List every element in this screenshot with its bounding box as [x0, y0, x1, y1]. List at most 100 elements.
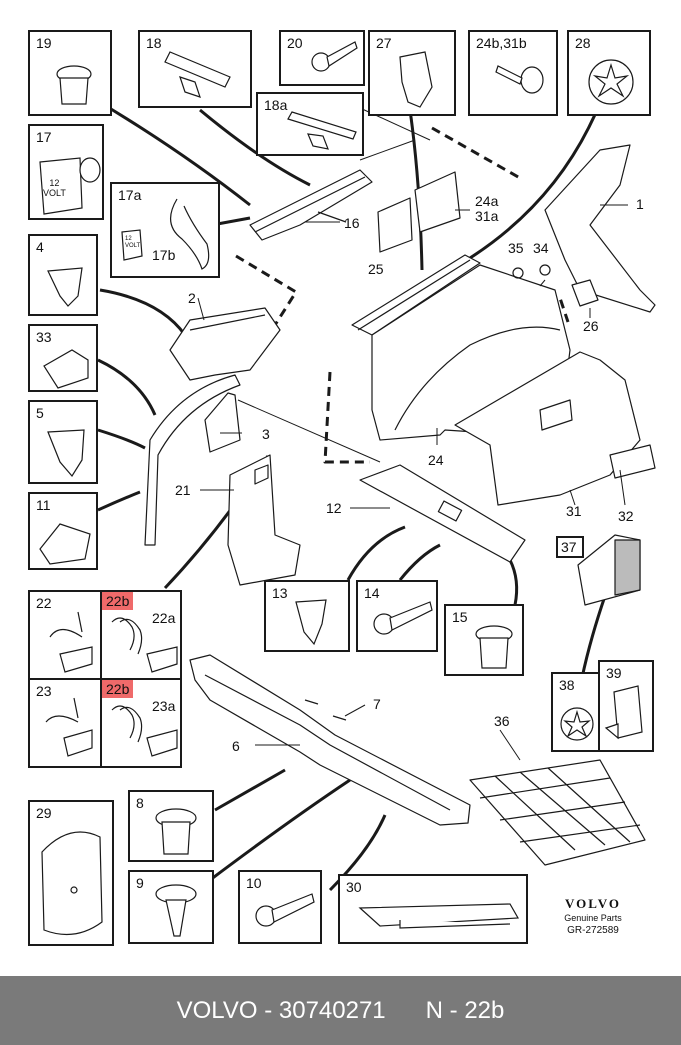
part-box-10: 10 [238, 870, 322, 944]
callout-36: 36 [494, 713, 510, 729]
callout-7: 7 [373, 696, 381, 712]
part-number-label: 28 [575, 35, 591, 51]
part-box-17: 17 12 VOLT [28, 124, 104, 220]
part-box-22: 22 [28, 590, 102, 680]
part-number-label: 15 [452, 609, 468, 625]
clip-icon [47, 429, 85, 478]
part-box-30: 30 [338, 874, 528, 944]
part-box-5: 5 [28, 400, 98, 484]
warning-bag-icon [41, 831, 103, 936]
part-number-label: 11 [36, 497, 51, 513]
part-box-24b-31b: 24b,31b [468, 30, 558, 116]
callout-22a: 22a [152, 610, 176, 626]
part-box-13: 13 [264, 580, 350, 652]
callout-1: 1 [636, 196, 644, 212]
part-number-label: 8 [136, 795, 144, 811]
part-box-14: 14 [356, 580, 438, 652]
part-box-37: 37 [556, 536, 584, 558]
clip-icon [475, 625, 513, 669]
part-box-18a: 18a [256, 92, 364, 156]
part-box-11: 11 [28, 492, 98, 570]
exploded-view-drawing [95, 98, 656, 892]
clip-icon [295, 599, 327, 646]
callout-32: 32 [618, 508, 634, 524]
highlight-22b-top: 22b [102, 592, 134, 610]
part-box-19: 19 [28, 30, 112, 116]
push-rivet-icon [155, 884, 197, 937]
cargo-cover-icon [358, 903, 520, 929]
callout-26: 26 [583, 318, 599, 334]
star-clip-icon [560, 707, 594, 741]
part-box-28: 28 [567, 30, 651, 116]
callout-31: 31 [566, 503, 582, 519]
part-number-label: 17 [36, 129, 52, 145]
push-rivet-icon [495, 65, 544, 94]
part-number-label: 37 [561, 539, 577, 555]
part-number-label: 23 [36, 683, 52, 699]
power-socket-icon [39, 157, 101, 215]
part-box-23: 23 [28, 678, 102, 768]
clip-icon [47, 267, 83, 307]
callout-2: 2 [188, 290, 196, 306]
part-box-8: 8 [128, 790, 214, 862]
part-number-label: 10 [246, 875, 262, 891]
part-number-label: 22 [36, 595, 52, 611]
callout-16: 16 [344, 215, 360, 231]
clip-icon [155, 808, 197, 855]
part-box-15: 15 [444, 604, 524, 676]
highlight-22b-bottom: 22b [102, 680, 134, 698]
callout-34: 34 [533, 240, 549, 256]
part-number-label: 27 [376, 35, 392, 51]
volt-label: 12 VOLT [43, 178, 66, 198]
footer-part-text: VOLVO - 30740271 N - 22b [176, 996, 505, 1024]
star-clip-icon [588, 59, 634, 105]
part-box-17a: 17a 17b 12 VOLT [110, 182, 220, 278]
part-box-22b-23a: 22b 23a [100, 678, 182, 768]
bracket-icon [287, 111, 357, 150]
part-number-label: 38 [559, 677, 575, 693]
screw-icon [311, 41, 358, 72]
part-number-label: 5 [36, 405, 44, 421]
volt-label-small: 12 VOLT [125, 236, 141, 249]
brand-subtitle: Genuine Parts [564, 913, 622, 923]
screw-icon [255, 893, 315, 927]
part-number-label: 18a [264, 97, 288, 113]
callout-21: 21 [175, 482, 191, 498]
part-box-39: 39 [598, 660, 654, 752]
diagram-reference: GR-272589 [567, 925, 619, 936]
part-box-9: 9 [128, 870, 214, 944]
part-number-label: 30 [346, 879, 362, 895]
spring-icon [111, 617, 178, 673]
callout-23a: 23a [152, 698, 176, 714]
part-number-label: 33 [36, 329, 52, 345]
clip-icon [56, 65, 92, 105]
part-number-label: 17a [118, 187, 142, 203]
part-number-label: 39 [606, 665, 622, 681]
part-number-label: 4 [36, 239, 44, 255]
part-number-label: 13 [272, 585, 288, 601]
part-number-label: 18 [146, 35, 162, 51]
callout-24: 24 [428, 452, 444, 468]
callout-17b: 17b [152, 247, 176, 263]
part-number-label: 24b,31b [476, 35, 527, 51]
part-box-38: 38 [551, 672, 601, 752]
bracket-icon [164, 51, 231, 98]
callout-3: 3 [262, 426, 270, 442]
footer-bar: VOLVO - 30740271 N - 22b [0, 976, 681, 1045]
clip-icon [399, 51, 433, 108]
callout-35: 35 [508, 240, 524, 256]
part-number-label: 29 [36, 805, 52, 821]
part-box-27: 27 [368, 30, 456, 116]
clip-icon [39, 523, 91, 565]
wiring-harness-icon [121, 198, 210, 270]
hook-icon [45, 697, 93, 757]
callout-6: 6 [232, 738, 240, 754]
hook-icon [49, 611, 93, 673]
callout-31a: 31a [475, 208, 499, 224]
part-box-22b-22a: 22b 22a [100, 590, 182, 680]
bracket-icon [43, 349, 89, 389]
part-number-label: 20 [287, 35, 303, 51]
part-number-label: 19 [36, 35, 52, 51]
callout-12: 12 [326, 500, 342, 516]
part-box-33: 33 [28, 324, 98, 392]
